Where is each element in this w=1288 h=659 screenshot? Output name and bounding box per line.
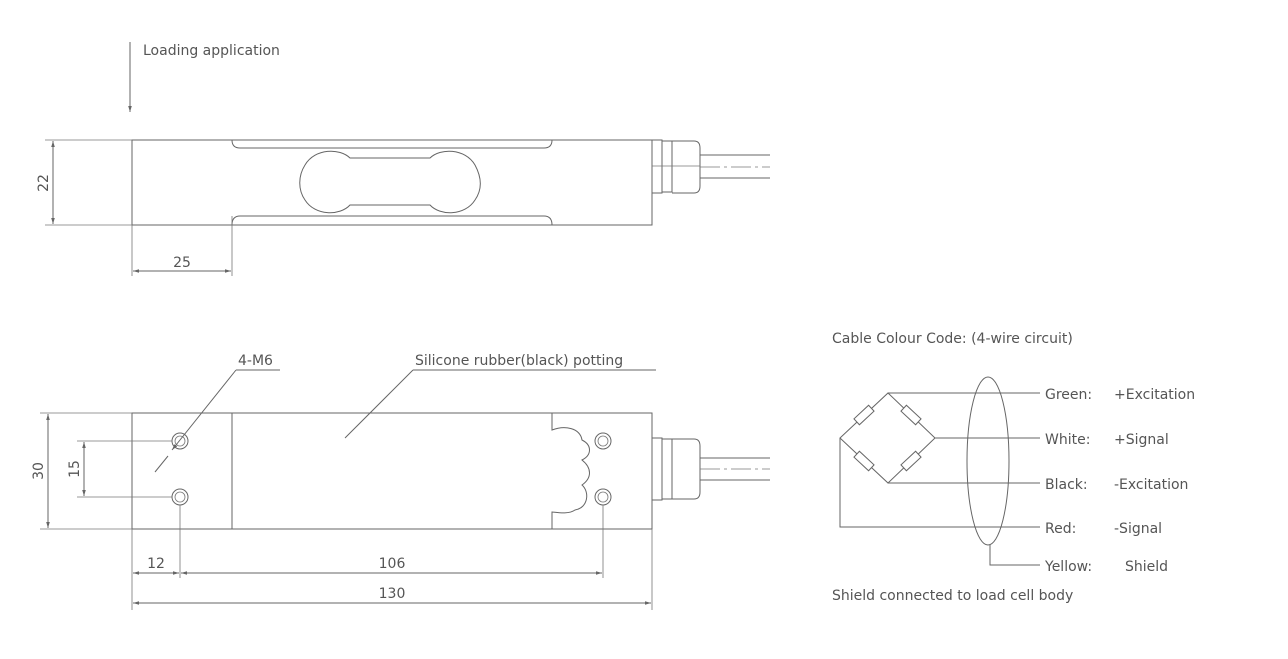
wiring-title: Cable Colour Code: (4-wire circuit) [832,331,1073,347]
svg-text:Green:: Green: [1045,387,1092,403]
top-hatch [231,139,553,149]
cable-gland-2 [651,437,770,501]
strain-hole [299,150,481,214]
dim-horizontal: 12 106 130 [131,505,653,610]
body-side [131,139,653,226]
svg-text:-Signal: -Signal [1114,521,1162,537]
svg-text:White:: White: [1045,432,1090,448]
body-top [131,412,653,530]
svg-text:22: 22 [36,174,52,192]
wheatstone-bridge [839,376,1040,566]
svg-text:+Signal: +Signal [1114,432,1169,448]
svg-text:12: 12 [147,556,165,572]
svg-text:Yellow:: Yellow: [1044,559,1092,575]
wiring-diagram: Cable Colour Code: (4-wire circuit) Gree… [832,331,1195,604]
top-view: Loading application 22 25 [36,42,770,276]
svg-text:-Excitation: -Excitation [1114,477,1188,493]
svg-text:+Excitation: +Excitation [1114,387,1195,403]
svg-text:130: 130 [379,586,406,602]
dim-22: 22 [36,139,132,226]
svg-text:Black:: Black: [1045,477,1088,493]
svg-text:Shield: Shield [1125,559,1168,575]
dim-25: 25 [131,216,233,276]
mounting-holes [171,432,612,506]
bottom-view: 4-M6 Silicone rubber(black) potting 30 1… [31,353,770,610]
svg-text:15: 15 [67,460,83,478]
svg-text:Red:: Red: [1045,521,1076,537]
potting-label: Silicone rubber(black) potting [415,353,623,369]
loading-label: Loading application [143,43,280,59]
thread-label: 4-M6 [238,353,273,369]
shield-note: Shield connected to load cell body [832,588,1073,604]
bottom-hatch [231,215,553,226]
svg-text:106: 106 [379,556,406,572]
dim-15: 15 [67,440,172,498]
wire-list: Green: +Excitation White: +Signal Black:… [1044,387,1195,575]
svg-text:25: 25 [173,255,191,271]
potting-area [231,412,590,530]
svg-text:30: 30 [31,462,47,480]
dim-30: 30 [31,412,132,530]
cable-gland [651,139,770,194]
